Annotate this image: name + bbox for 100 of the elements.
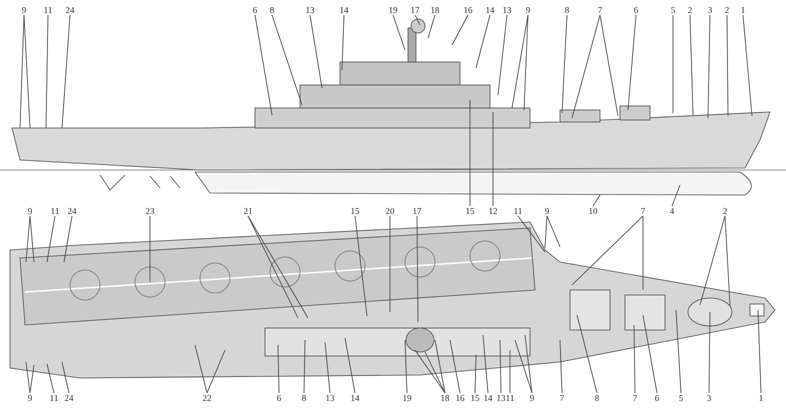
leader-line	[310, 14, 322, 88]
leader-line	[524, 334, 532, 394]
callout-number: 19	[388, 5, 398, 15]
leader-line	[354, 216, 368, 316]
callout-number: 13	[324, 393, 336, 403]
leader-line	[600, 14, 618, 116]
callout-number: 16	[462, 5, 474, 15]
callout-number: 24	[64, 393, 74, 403]
callout-number: 14	[350, 393, 360, 403]
leader-line	[758, 310, 762, 394]
leader-line	[272, 14, 302, 106]
callout-number: 16	[454, 393, 466, 403]
callout-number: 11	[50, 206, 60, 216]
leader-line	[62, 362, 70, 394]
callout-number: 15	[470, 393, 480, 403]
leader-line	[726, 14, 728, 116]
callout-number: 6	[654, 393, 660, 403]
leader-line	[30, 216, 34, 262]
leader-line	[452, 14, 468, 46]
leader-line	[24, 14, 30, 128]
leader-line	[194, 344, 208, 394]
callout-number: 9	[26, 206, 34, 216]
leader-line	[524, 14, 528, 110]
leader-line	[572, 14, 600, 118]
leader-line	[474, 354, 476, 394]
callout-number: 8	[268, 5, 276, 15]
leader-line	[592, 194, 600, 206]
leader-line	[248, 216, 298, 318]
callout-number: 23	[144, 206, 156, 216]
callout-number: 22	[202, 393, 212, 403]
leader-line	[46, 216, 56, 262]
callout-number: 9	[544, 206, 550, 216]
callout-number: 17	[410, 5, 420, 15]
leader-line	[514, 340, 532, 394]
callout-number: 11	[504, 393, 516, 403]
leader-line	[576, 314, 598, 394]
leader-line	[742, 14, 752, 116]
callout-number: 3	[706, 393, 712, 403]
leader-line	[206, 350, 226, 394]
callout-number: 14	[338, 5, 350, 15]
leader-line	[492, 112, 494, 206]
callout-number: 8	[594, 393, 600, 403]
leader-line	[414, 14, 420, 26]
leader-line	[690, 14, 694, 116]
leader-line	[46, 14, 48, 128]
callout-number: 5	[678, 393, 684, 403]
leader-line	[324, 342, 330, 394]
leader-line	[672, 14, 674, 114]
callout-number: 3	[706, 5, 714, 15]
leader-line	[500, 340, 502, 394]
leader-line	[708, 312, 710, 394]
leader-line	[248, 216, 308, 318]
leader-line	[708, 14, 710, 118]
callout-number: 8	[564, 5, 570, 15]
callout-number: 5	[670, 5, 676, 15]
leader-line	[498, 14, 508, 96]
leader-line	[26, 362, 30, 394]
callout-number: 2	[724, 5, 730, 15]
leader-line	[450, 340, 460, 394]
leader-line	[518, 216, 546, 252]
callout-number: 11	[512, 206, 524, 216]
leader-line	[642, 216, 644, 290]
callout-number: 9	[20, 5, 28, 15]
leader-line	[512, 14, 528, 108]
callout-number: 9	[524, 5, 532, 15]
leader-line	[344, 338, 356, 394]
leader-line	[634, 324, 636, 394]
leader-line	[428, 14, 436, 38]
callout-number: 11	[42, 5, 54, 15]
leader-line	[278, 344, 280, 394]
leader-line	[672, 184, 680, 206]
leader-line	[416, 216, 418, 322]
callout-number: 7	[632, 393, 638, 403]
callout-number: 10	[588, 206, 598, 216]
leader-line	[560, 340, 562, 394]
leader-line	[64, 216, 72, 262]
leader-line	[572, 216, 644, 286]
callout-number: 18	[430, 5, 440, 15]
callout-number: 24	[64, 5, 76, 15]
callout-number: 7	[596, 5, 604, 15]
callout-number: 9	[528, 393, 536, 403]
leader-line	[562, 14, 568, 114]
leader-line	[26, 216, 30, 262]
callout-number: 13	[496, 393, 506, 403]
leader-line	[642, 314, 658, 394]
callout-number: 7	[558, 393, 566, 403]
callout-number: 15	[464, 206, 476, 216]
callout-number: 2	[686, 5, 694, 15]
callout-number: 8	[300, 393, 308, 403]
callout-number: 13	[304, 5, 316, 15]
callout-number: 15	[350, 206, 360, 216]
leader-line	[46, 364, 54, 394]
leader-line	[414, 350, 446, 394]
callout-number: 12	[488, 206, 498, 216]
callout-number: 7	[640, 206, 646, 216]
callout-number: 14	[484, 5, 496, 15]
callout-number: 6	[252, 5, 258, 15]
leader-line	[392, 14, 406, 50]
leader-line	[30, 364, 34, 394]
leader-line	[544, 216, 548, 248]
